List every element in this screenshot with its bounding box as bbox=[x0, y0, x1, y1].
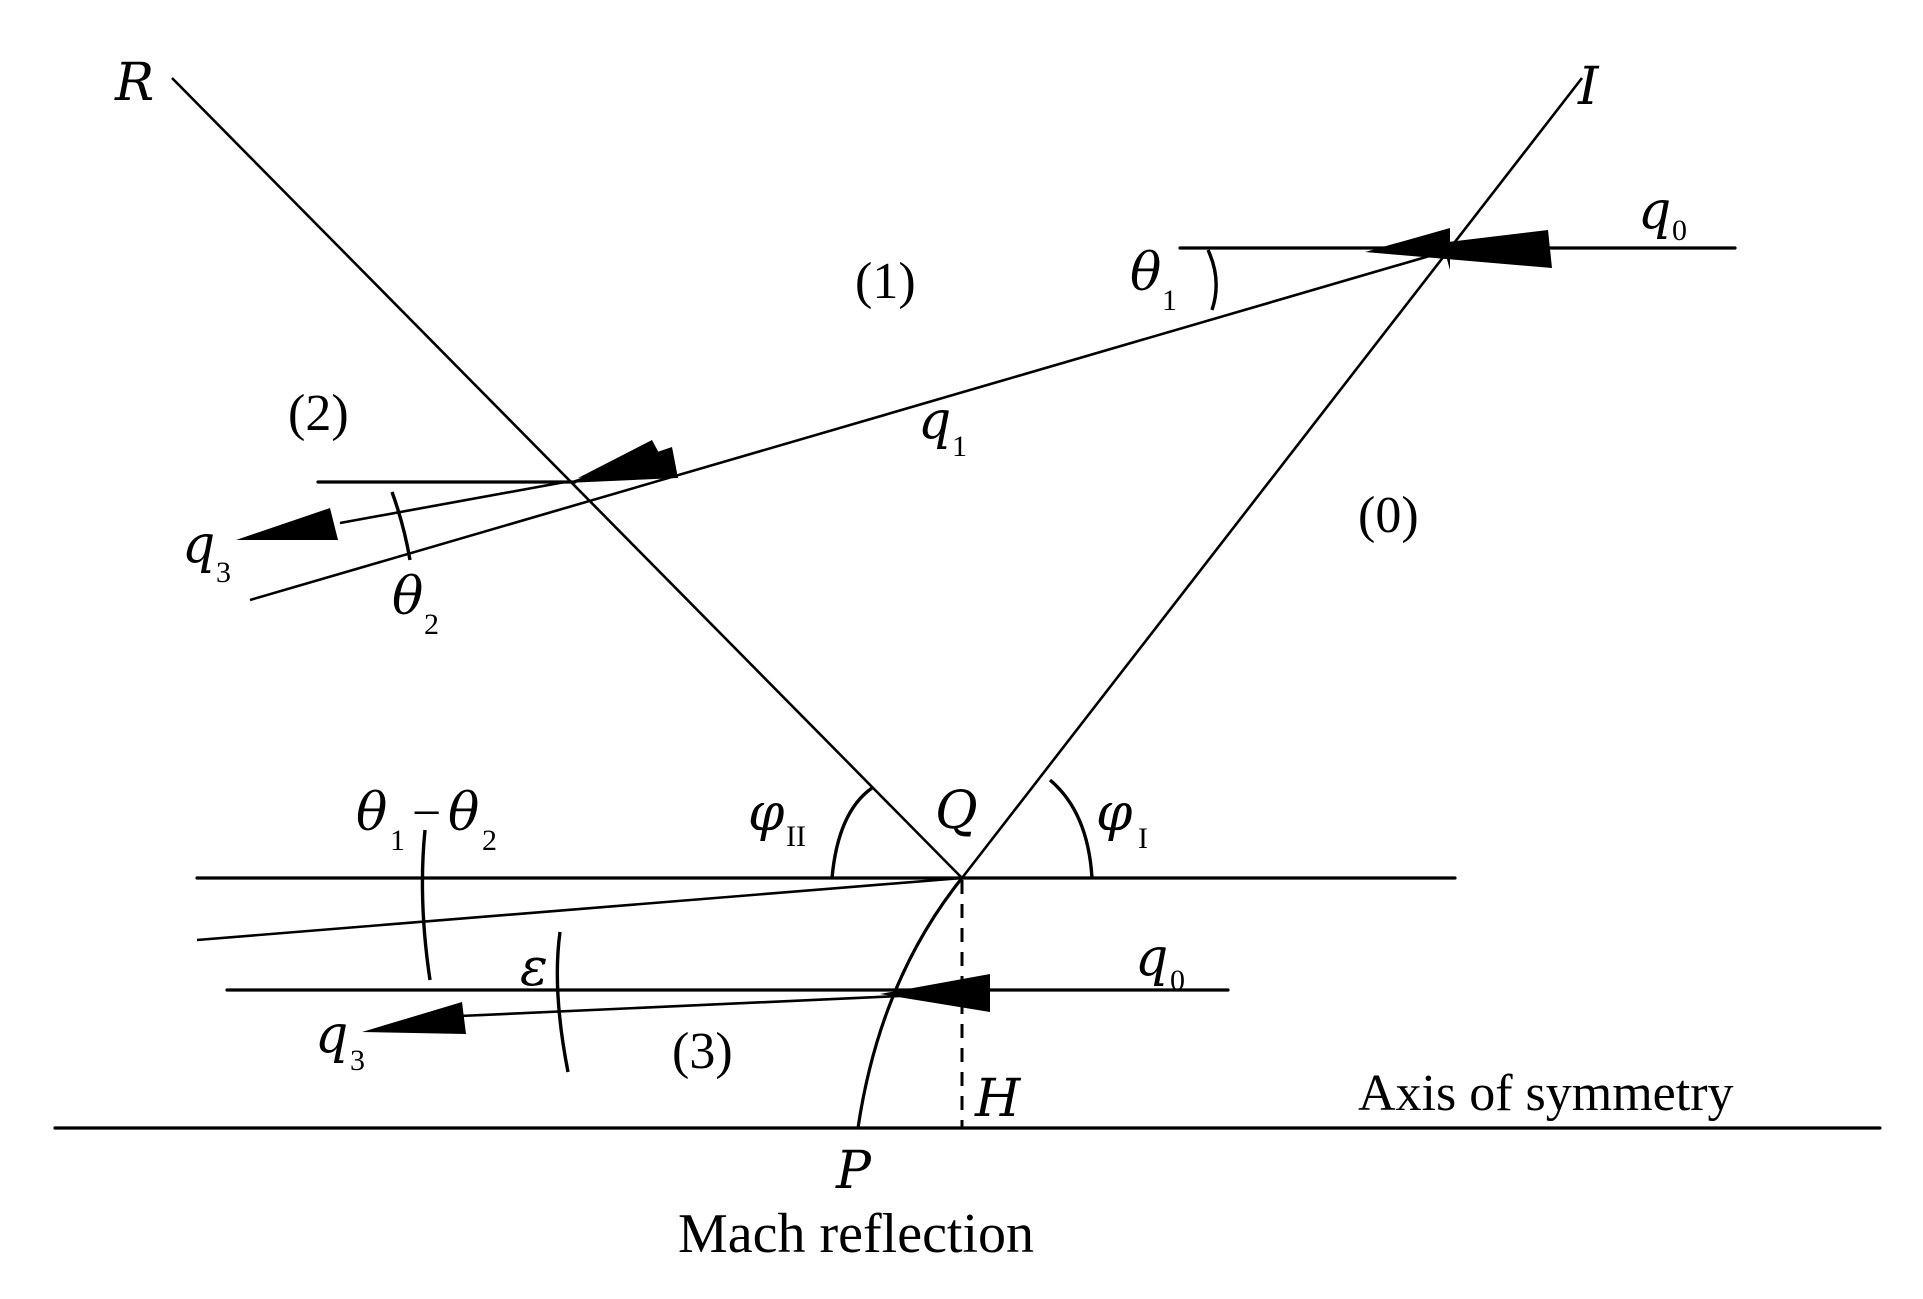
q3-bottom-streamline bbox=[459, 994, 901, 1018]
slip-line bbox=[196, 876, 963, 942]
q0-top-arrow bbox=[1365, 230, 1552, 268]
label-region-2: (2) bbox=[288, 385, 349, 442]
label-region-3: (3) bbox=[672, 1023, 733, 1080]
label-q3-top-sub: 3 bbox=[216, 556, 231, 589]
phi-I-arc bbox=[1048, 778, 1094, 879]
q1-arrowhead-solid bbox=[566, 447, 678, 483]
q0-bottom-arrowhead bbox=[880, 974, 990, 1012]
label-theta-diff-b-sub: 2 bbox=[482, 824, 497, 857]
label-region-1: (1) bbox=[855, 253, 916, 310]
reflected-shock-line bbox=[171, 77, 963, 879]
label-phi-II: φ bbox=[748, 783, 785, 843]
label-theta-diff-a: θ bbox=[356, 783, 387, 843]
label-theta-diff-b: θ bbox=[448, 783, 479, 843]
q3-top-arrowhead bbox=[236, 508, 338, 540]
label-epsilon: ε bbox=[520, 938, 548, 998]
label-theta2: θ bbox=[392, 567, 423, 627]
label-I: I bbox=[1577, 57, 1600, 117]
label-q0-top-sub: 0 bbox=[1672, 214, 1687, 247]
label-q0-top: q bbox=[1638, 181, 1671, 241]
label-q3-bottom-sub: 3 bbox=[350, 1044, 365, 1077]
label-q3-top: q bbox=[182, 515, 215, 575]
phi-II-arc bbox=[830, 786, 873, 879]
label-theta1-sub: 1 bbox=[1162, 284, 1177, 317]
label-R: R bbox=[114, 53, 154, 113]
label-q0-bottom: q bbox=[1135, 928, 1168, 988]
epsilon-arc bbox=[555, 931, 570, 1073]
label-P: P bbox=[835, 1141, 872, 1201]
label-Q: Q bbox=[935, 781, 978, 841]
label-region-0: (0) bbox=[1358, 487, 1419, 544]
theta2-arc bbox=[390, 491, 412, 561]
q3-bottom-arrowhead bbox=[362, 1002, 466, 1034]
label-theta-diff-minus: − bbox=[412, 785, 441, 842]
label-theta1: θ bbox=[1130, 243, 1161, 303]
label-q1-sub: 1 bbox=[952, 430, 967, 463]
label-theta2-sub: 2 bbox=[424, 608, 439, 641]
q0-top-arrowhead bbox=[1365, 228, 1455, 270]
label-q1: q bbox=[918, 391, 951, 451]
label-phi-I-sub: I bbox=[1138, 822, 1148, 855]
label-q0-bottom-sub: 0 bbox=[1170, 964, 1185, 997]
incident-shock-line bbox=[960, 77, 1584, 879]
theta1-arc bbox=[1206, 249, 1218, 311]
label-H: H bbox=[974, 1069, 1022, 1129]
label-q3-bottom: q bbox=[315, 1005, 348, 1065]
figure-caption: Mach reflection bbox=[678, 1203, 1034, 1265]
label-theta-diff-a-sub: 1 bbox=[390, 824, 405, 857]
q3-top-streamline bbox=[339, 480, 566, 525]
theta-diff-arc bbox=[420, 829, 432, 981]
label-phi-I: φ bbox=[1096, 783, 1133, 843]
q1-streamline bbox=[249, 248, 1451, 602]
label-axis-of-symmetry: Axis of symmetry bbox=[1358, 1065, 1734, 1122]
label-phi-II-sub: II bbox=[786, 820, 806, 853]
